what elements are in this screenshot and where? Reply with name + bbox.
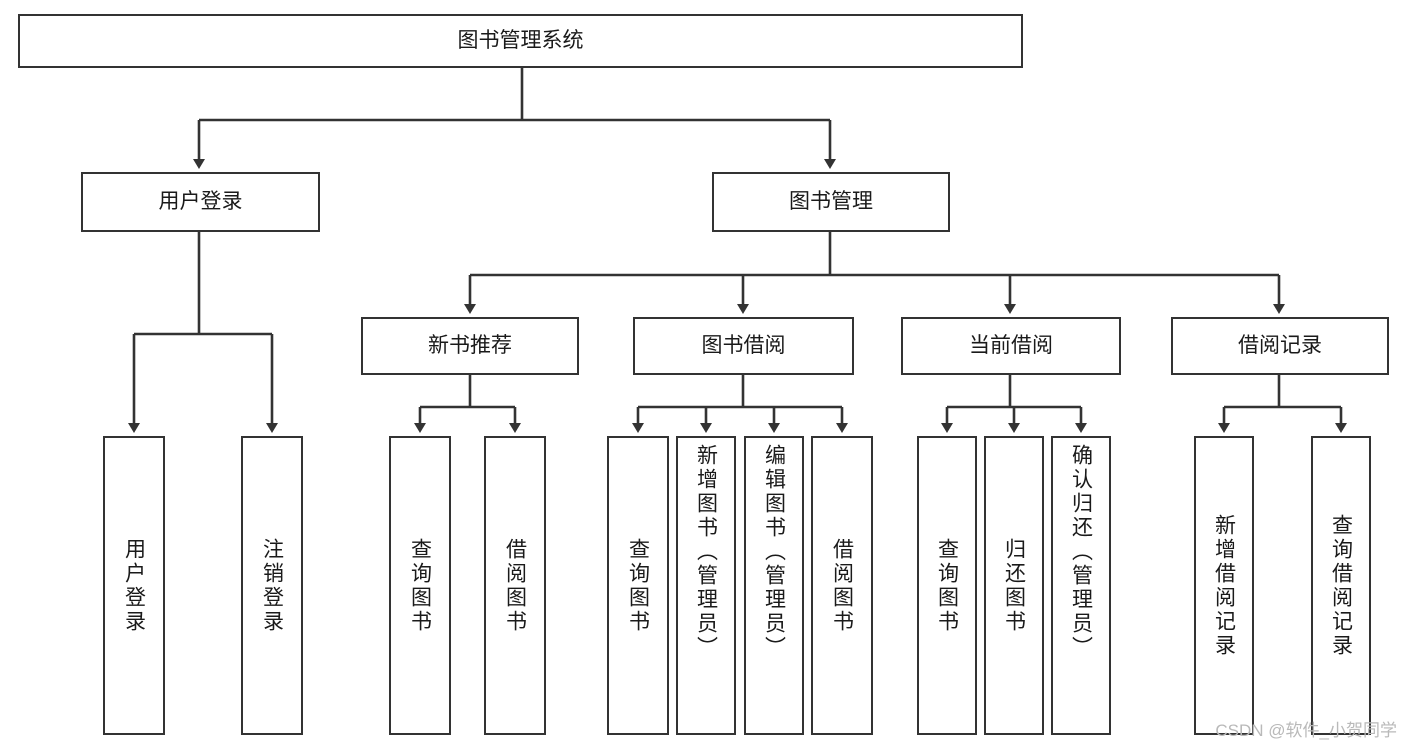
leaf-new-book-borrow[interactable]: 借阅图书 [484,436,546,735]
node-label: 查询图书 [935,537,959,634]
leaf-user-login-signin[interactable]: 用户登录 [103,436,165,735]
node-new-book-recommend[interactable]: 新书推荐 [361,317,579,375]
node-label: 用户登录 [122,537,146,634]
leaf-borrow-record-add[interactable]: 新增借阅记录 [1194,436,1254,735]
leaf-new-book-query[interactable]: 查询图书 [389,436,451,735]
leaf-current-borrow-confirm[interactable]: 确认归还（管理员） [1051,436,1111,735]
node-label: 借阅图书 [503,537,527,634]
node-label: 新增图书（管理员） [694,444,718,660]
node-borrow-record[interactable]: 借阅记录 [1171,317,1389,375]
node-user-login[interactable]: 用户登录 [81,172,320,232]
leaf-user-login-signout[interactable]: 注销登录 [241,436,303,735]
leaf-book-borrow-lend[interactable]: 借阅图书 [811,436,873,735]
node-label: 图书管理 [789,189,873,213]
leaf-current-borrow-query[interactable]: 查询图书 [917,436,977,735]
node-label: 当前借阅 [969,333,1053,357]
node-label: 新书推荐 [428,333,512,357]
node-label: 用户登录 [158,189,243,213]
leaf-book-borrow-edit[interactable]: 编辑图书（管理员） [744,436,804,735]
node-book-borrow[interactable]: 图书借阅 [633,317,854,375]
node-book-management[interactable]: 图书管理 [712,172,950,232]
node-label: 图书管理系统 [457,28,584,52]
node-label: 注销登录 [260,537,284,634]
node-label: 查询图书 [408,537,432,634]
node-label: 查询借阅记录 [1329,513,1353,658]
node-current-borrow[interactable]: 当前借阅 [901,317,1121,375]
leaf-book-borrow-add[interactable]: 新增图书（管理员） [676,436,736,735]
node-root-system[interactable]: 图书管理系统 [18,14,1023,68]
node-label: 借阅记录 [1238,333,1322,357]
node-label: 新增借阅记录 [1212,513,1236,658]
node-label: 借阅图书 [830,537,854,634]
leaf-borrow-record-query[interactable]: 查询借阅记录 [1311,436,1371,735]
leaf-book-borrow-query[interactable]: 查询图书 [607,436,669,735]
node-label: 确认归还（管理员） [1069,444,1093,660]
node-label: 编辑图书（管理员） [762,444,786,660]
node-label: 图书借阅 [701,333,786,357]
node-label: 查询图书 [626,537,650,634]
leaf-current-borrow-return[interactable]: 归还图书 [984,436,1044,735]
node-label: 归还图书 [1002,537,1026,634]
csdn-watermark: CSDN @软件_小贺同学 [1215,721,1397,740]
